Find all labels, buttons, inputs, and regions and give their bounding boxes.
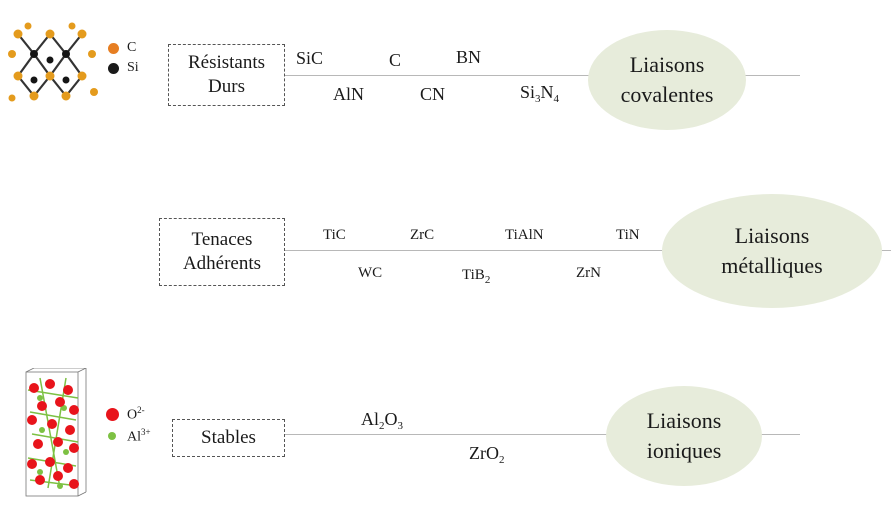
material-tib2: TiB2 [462, 267, 491, 286]
bond-ellipse-metalliques: Liaisons métalliques [662, 194, 882, 308]
al-atom-dot [108, 432, 116, 441]
box-line: Stables [201, 427, 256, 448]
material-si3n4: Si3N4 [520, 82, 560, 105]
box-line: Tenaces [191, 229, 253, 250]
ellipse-line: Liaisons [734, 223, 810, 248]
al2o3-crystal-structure-image [25, 368, 87, 497]
material-al2o3: Al2O3 [361, 409, 403, 432]
material-tialn: TiAlN [505, 227, 544, 243]
material-sic: SiC [296, 48, 324, 68]
ellipse-line: métalliques [721, 253, 823, 278]
material-zrn: ZrN [576, 265, 601, 281]
property-box-stables: Stables [172, 419, 285, 457]
ellipse-line: Liaisons [629, 52, 705, 77]
box-line: Résistants [187, 52, 266, 73]
legend-label: Si [127, 60, 139, 75]
material-tic: TiC [323, 227, 346, 243]
material-wc: WC [358, 265, 383, 281]
ellipse-line: ioniques [646, 438, 722, 463]
material-aln: AlN [333, 84, 364, 104]
material-c: C [389, 50, 402, 70]
legend-label: Al3+ [127, 427, 151, 445]
material-bn: BN [456, 47, 482, 67]
legend-item-c: C [108, 40, 136, 56]
box-line: Adhérents [182, 253, 262, 274]
connector-line [284, 434, 800, 435]
ellipse-line: Liaisons [646, 408, 722, 433]
legend-item-al: Al3+ [108, 427, 151, 446]
bond-ellipse-covalentes: Liaisons covalentes [588, 30, 746, 130]
o-atom-dot [106, 407, 119, 421]
material-cn: CN [420, 84, 446, 104]
sic-crystal-structure-image [8, 22, 98, 102]
si-atom-dot [108, 62, 119, 74]
material-tin: TiN [616, 227, 640, 243]
legend-item-si: Si [108, 60, 139, 76]
box-line: Durs [208, 76, 245, 97]
ellipse-line: covalentes [620, 82, 714, 107]
legend-label: O2- [127, 405, 145, 423]
material-zrc: ZrC [410, 227, 435, 243]
material-zro2: ZrO2 [469, 443, 505, 466]
bond-ellipse-ioniques: Liaisons ioniques [606, 386, 762, 486]
legend-label: C [127, 40, 137, 55]
property-box-resistants-durs: Résistants Durs [168, 44, 285, 106]
connector-line [284, 250, 891, 251]
legend-item-o: O2- [106, 405, 145, 424]
c-atom-dot [108, 42, 119, 54]
property-box-tenaces-adherents: Tenaces Adhérents [159, 218, 285, 286]
connector-line [284, 75, 800, 76]
